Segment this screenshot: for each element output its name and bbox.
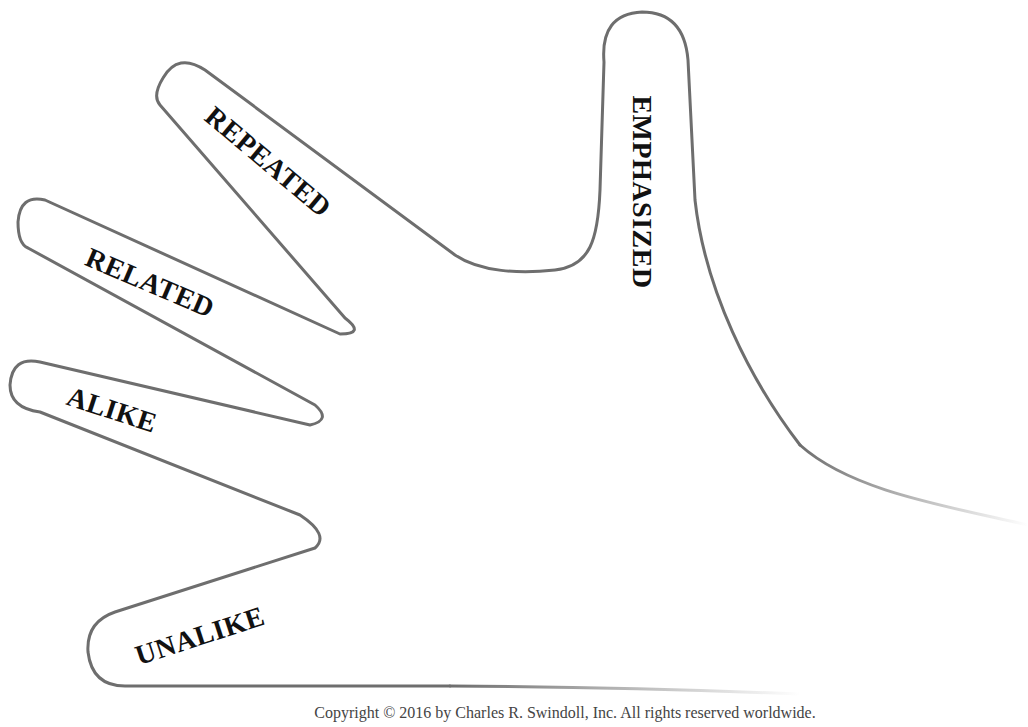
copyright-note: Copyright © 2016 by Charles R. Swindoll,… — [314, 704, 815, 722]
wrist-line — [800, 445, 1028, 525]
finger-label: ALIKE — [63, 381, 160, 438]
finger-label: RELATED — [81, 242, 219, 323]
finger-label: UNALIKE — [132, 601, 269, 671]
hand-outline — [10, 12, 800, 686]
finger-label: REPEATED — [199, 101, 337, 223]
wrist-line — [450, 686, 800, 694]
finger-label: EMPHASIZED — [627, 95, 657, 288]
